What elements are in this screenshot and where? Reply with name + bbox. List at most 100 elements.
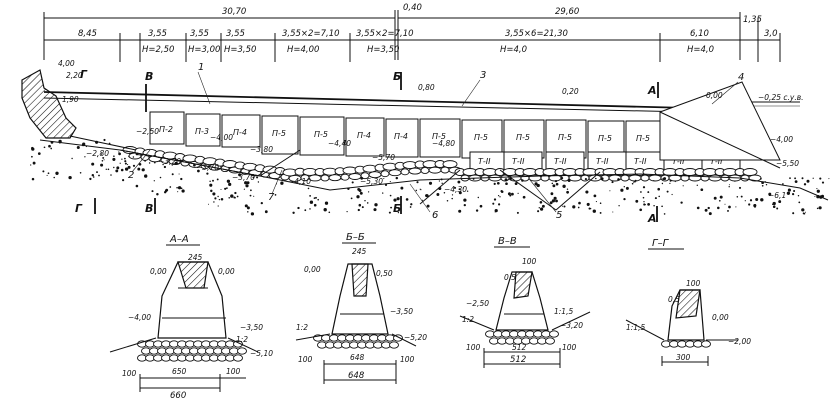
section-gg-base-width: 300 [676,353,691,362]
el-left-low: −2,80 [86,149,109,158]
upper-block-label: П-2 [159,125,173,134]
section-vv-title: В–В [498,236,517,247]
span-1-length: 8,45 [78,29,97,39]
section-aa-w-left: 100 [122,369,137,378]
section-vv-stones [485,330,559,345]
el-10: −4,30 [444,185,467,194]
span-3-depth: H=3,00 [188,45,220,55]
section-gg-slope-left: 1:1,5 [626,323,645,332]
cut-b-bottom: Б [393,202,401,215]
upper-block [299,116,345,156]
dim-left-total: 30,70 [222,7,246,17]
cut-v-top: В [145,70,153,83]
el-left-top: 4,00 [58,59,75,68]
span-2-depth: H=2,50 [142,45,174,55]
upper-block-label: П-3 [195,127,209,136]
callout-6: 6 [432,210,438,221]
upper-block [345,117,385,157]
cut-v-bottom: В [145,202,153,215]
lower-block-label: Т-II [596,157,609,166]
section-bb-total-width: 648 [348,371,365,381]
section-bb-stones [313,334,403,349]
section-a-a: А–А 245 0,00 0,00 −4,00 −3,50 −5,10 1:2 … [109,234,273,401]
el-left-b: 1,90 [62,95,79,104]
upper-block [221,114,261,148]
upper-block-label: П-4 [357,131,371,140]
section-vv-base-width: 512 [512,343,527,352]
el-8: −5,70 [372,153,395,162]
section-gg-top-width: 100 [686,279,701,288]
section-vv-el-right: −3,20 [560,321,583,330]
span-5-length: 3,55×2=7,10 [282,29,340,39]
section-b-b: Б–Б 245 0,00 0,50 −3,50 −5,20 1:2 100 10… [295,232,427,384]
section-vv-slope-left: 1:2 [462,315,474,324]
section-aa-base-width: 650 [172,367,187,376]
section-aa-slope: 1:2 [236,335,248,344]
span-4-length: 3,55 [226,29,245,39]
el-7: −5,30 [360,177,383,186]
cut-marks: В В Г Г Б Б А А [75,68,659,225]
section-aa-w-right: 100 [226,367,241,376]
span-2-length: 3,55 [148,29,167,39]
span-3-length: 3,55 [190,29,209,39]
section-aa-el-low-right: −3,50 [240,323,263,332]
span-5-depth: H=4,00 [287,45,319,55]
section-aa-el-base: −5,10 [250,349,273,358]
dim-right-a: 1,35 [743,15,762,25]
section-bb-el-right: 0,50 [376,269,393,278]
section-aa-el-low-left: −4,00 [128,313,151,322]
el-11: −4,00 [210,133,233,142]
el-top-mid: 0,80 [418,83,435,92]
section-gg-el-low-right: −2,00 [728,337,751,346]
section-vv-slope-right: 1:1,5 [554,307,573,316]
upper-block-label: П-4 [394,132,408,141]
section-vv-top-width: 100 [522,257,537,266]
section-gg-el-right: 0,00 [712,313,729,322]
el-left-a: 2,20 [66,71,83,80]
el-5: −4,10 [288,177,311,186]
cut-g-bottom: Г [75,202,83,215]
section-aa-top-width: 245 [188,253,203,262]
upper-block [185,113,221,147]
section-bb-w-left: 100 [298,355,313,364]
section-bb-slope: 1:2 [296,323,308,332]
section-gg-sub: 0,5 [668,295,680,304]
el-12: −3,80 [250,145,273,154]
callout-3: 3 [480,70,486,81]
span-7-depth: H=4,0 [500,45,527,55]
upper-block [149,111,185,145]
soil-texture [30,138,830,216]
el-1: −2,50 [136,127,159,136]
section-v-v: В–В 100 −2,50 −3,20 1:2 1:1,5 100 100 51… [459,236,591,368]
el-water-level: −0,25 с.у.в. [758,93,804,102]
el-right-bottom: −5,50 [776,159,799,168]
longitudinal-profile: П-2П-3П-4П-5П-5П-4П-4П-5П-5П-5П-5П-5П-5Г… [21,69,830,216]
upper-block-label: П-5 [598,134,612,143]
cut-a-top: А [647,84,657,97]
upper-block-label: П-5 [272,129,286,138]
el-4: −3,70 [232,173,255,182]
lower-block-label: Т-II [634,157,647,166]
callout-4: 4 [738,72,744,83]
el-right-zero: 0,00 [706,91,723,100]
section-vv-total-width: 512 [510,355,526,365]
section-vv-el-left: −2,50 [466,299,489,308]
lower-block-label: Т-II [512,157,525,166]
section-bb-el-low: −3,50 [390,307,413,316]
span-6-length: 3,55×2=7,10 [356,29,414,39]
el-top-right: 0,20 [562,87,579,96]
section-bb-title: Б–Б [346,232,365,243]
callout-2: 2 [128,170,134,181]
lower-block-label: Т-II [554,157,567,166]
lower-block-label: Т-II' [710,157,725,166]
callout-5: 5 [556,210,562,221]
cut-b-top: Б [393,70,401,83]
section-bb-w-right: 100 [400,355,415,364]
span-7-length: 3,55×6=21,30 [505,29,568,39]
el-right-low: −4,00 [770,135,793,144]
dimension-chain-top: 30,70 0,40 29,60 8,45 3,55 3,55 3,55 3,5… [43,3,781,62]
section-vv-sub: 0,5 [504,273,516,282]
lower-block-label: Т-II [478,157,491,166]
span-8-length: 6,10 [690,29,709,39]
